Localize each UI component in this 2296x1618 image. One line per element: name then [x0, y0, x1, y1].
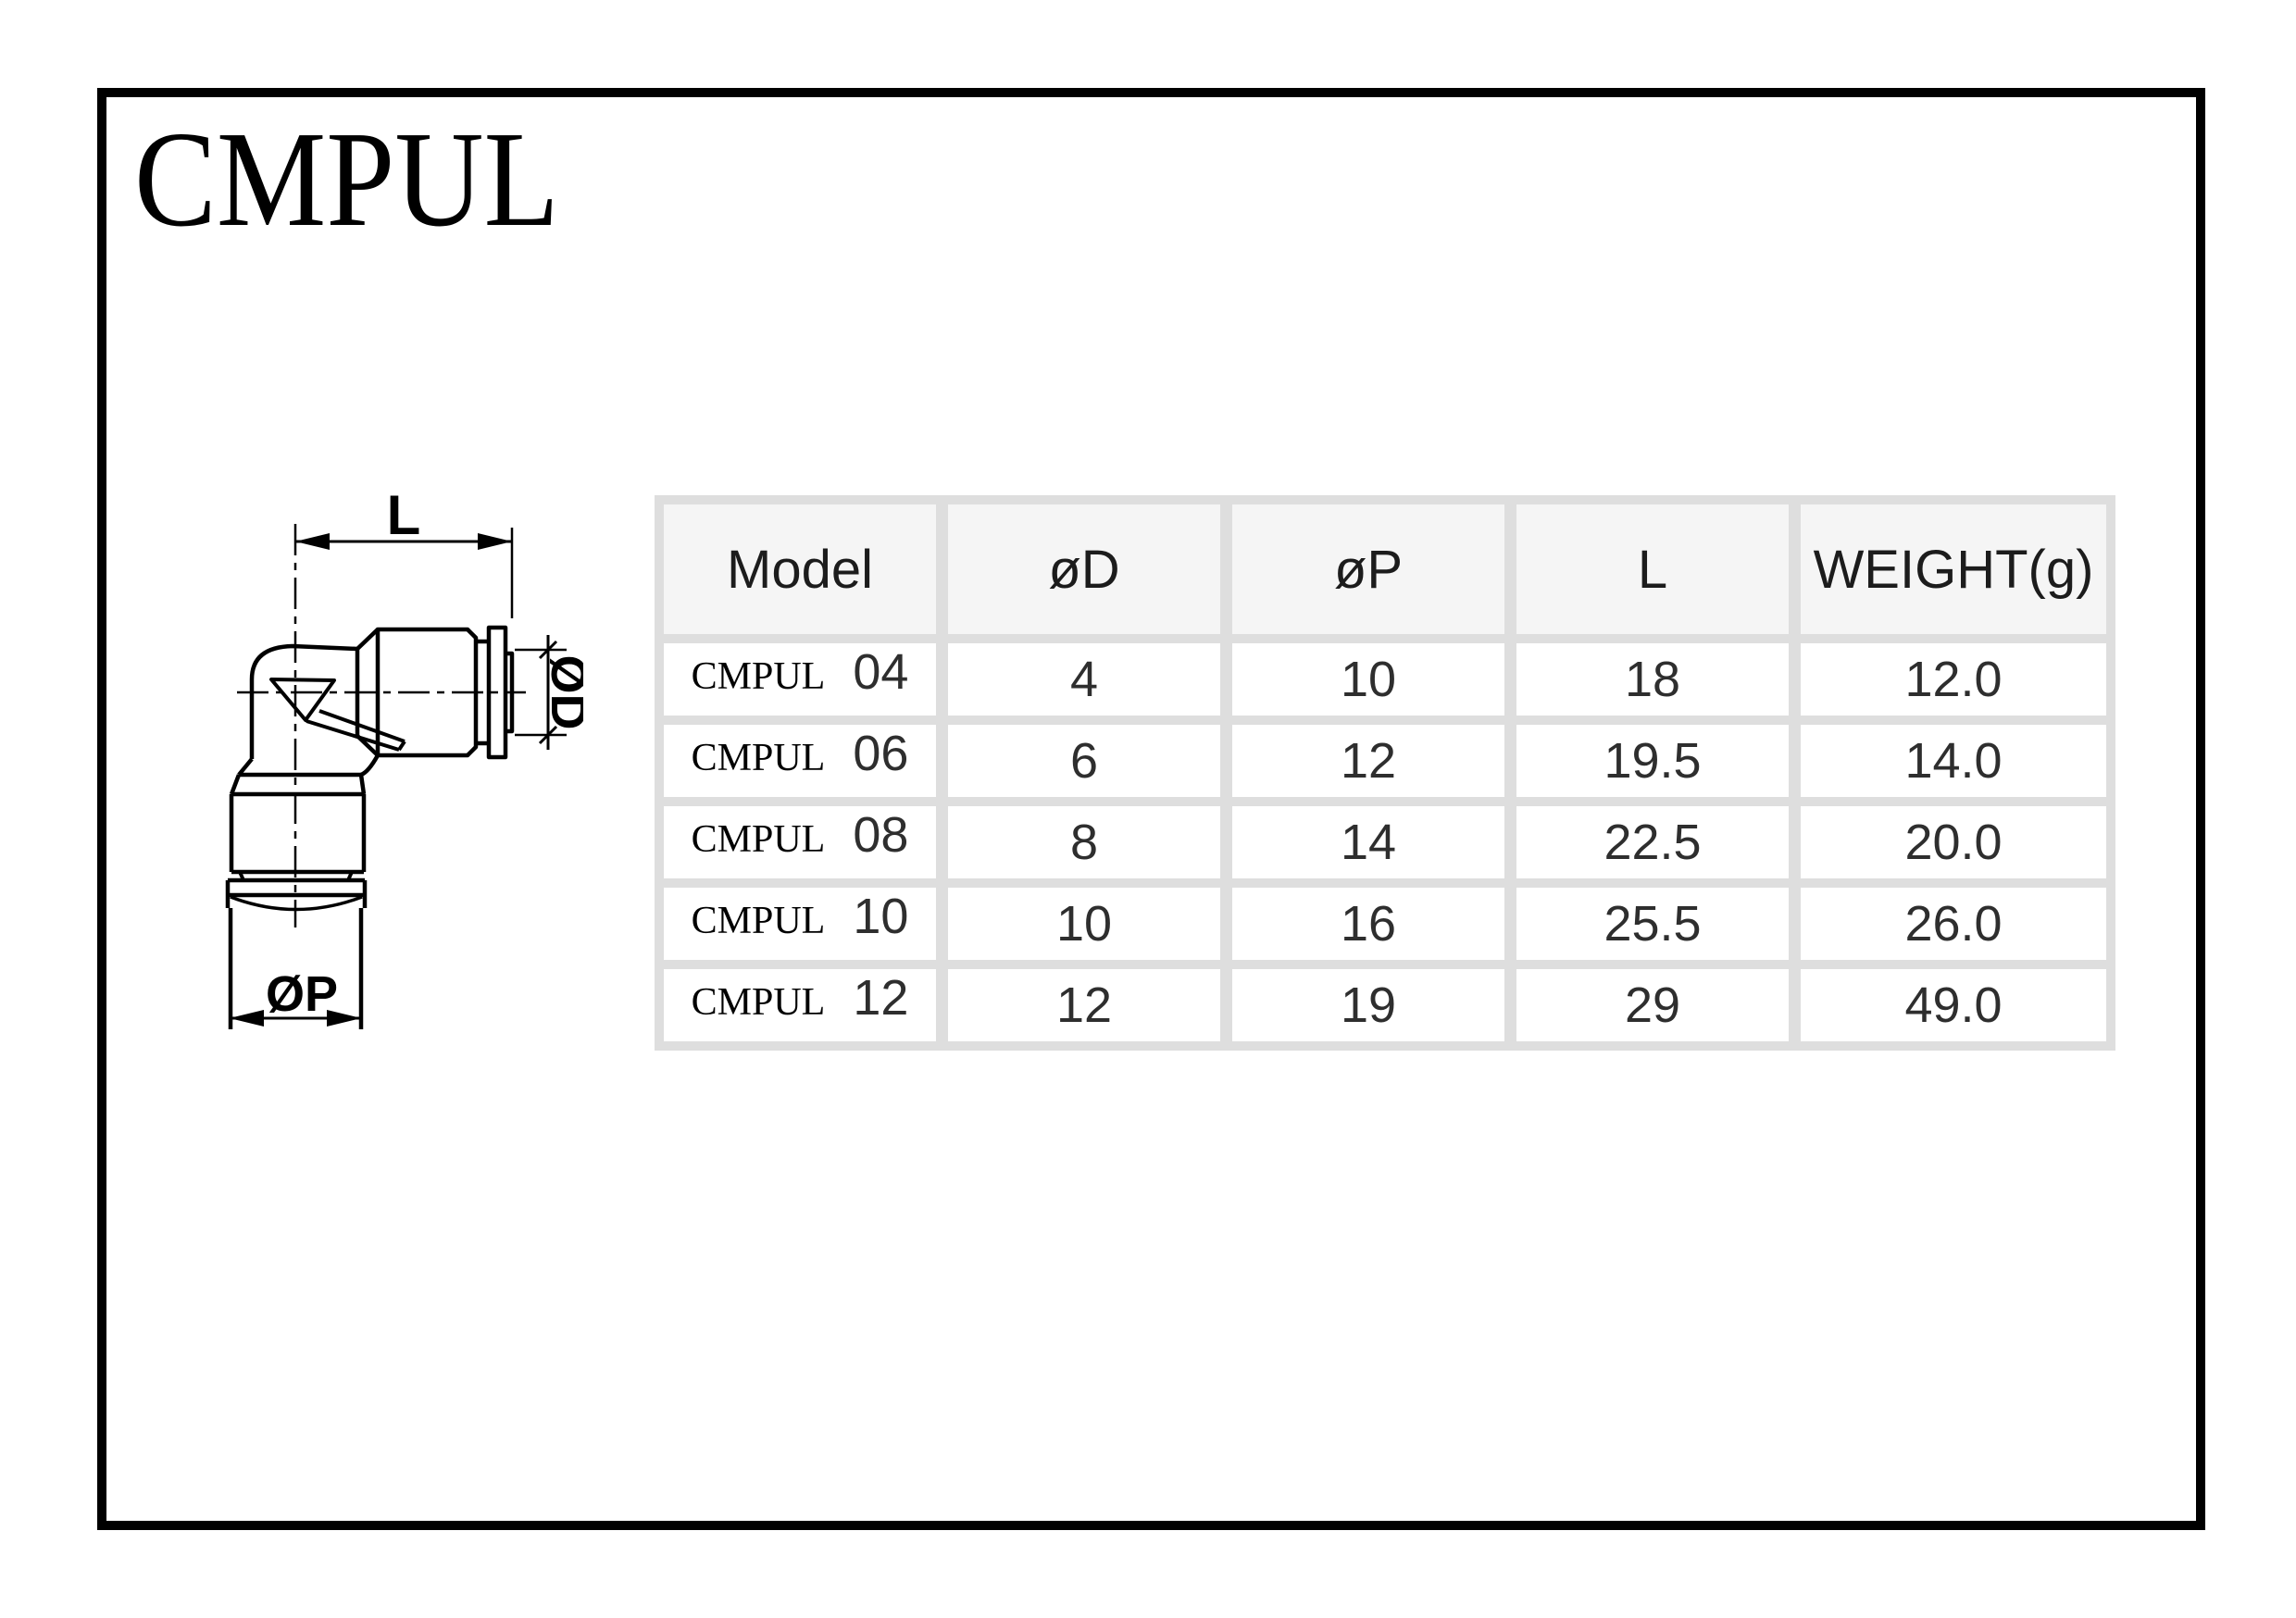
dim-label-op: ØP — [266, 966, 338, 1022]
cartridge-neck — [476, 639, 489, 746]
d-cell: 4 — [948, 643, 1220, 716]
model-series-label: CMPUL — [691, 737, 826, 779]
weight-cell: 20.0 — [1801, 806, 2106, 878]
fitting-technical-drawing: L ØD ØP — [225, 484, 583, 1029]
d-cell: 12 — [948, 969, 1220, 1041]
d-cell: 8 — [948, 806, 1220, 878]
internal-passage-channel — [306, 709, 406, 752]
model-size-label: 06 — [853, 726, 909, 781]
elbow-skirt — [229, 757, 367, 797]
od-oblique-ticks — [538, 640, 558, 745]
model-series-label: CMPUL — [691, 900, 826, 942]
model-series-label: CMPUL — [691, 655, 826, 698]
l-cell: 19.5 — [1516, 725, 1789, 797]
tube-stop-stub — [505, 651, 515, 734]
model-series-label: CMPUL — [691, 981, 826, 1024]
op-arrow-right — [327, 1010, 361, 1027]
l-cell: 22.5 — [1516, 806, 1789, 878]
p-cell: 19 — [1232, 969, 1504, 1041]
d-cell: 6 — [948, 725, 1220, 797]
tube-stem — [228, 908, 364, 1029]
l-cell: 29 — [1516, 969, 1789, 1041]
model-cell: CMPUL 12 — [664, 969, 936, 1041]
header-cell-d: øD — [948, 504, 1220, 634]
weight-cell: 12.0 — [1801, 643, 2106, 716]
header-cell-p: øP — [1232, 504, 1504, 634]
op-arrow-left — [230, 1010, 264, 1027]
model-cell: CMPUL 06 — [664, 725, 936, 797]
d-cell: 10 — [948, 888, 1220, 960]
elbow-underside-curve — [360, 753, 380, 778]
model-size-label: 04 — [853, 644, 909, 700]
l-arrow-left — [295, 533, 330, 550]
model-cell: CMPUL 04 — [664, 643, 936, 716]
weight-cell: 26.0 — [1801, 888, 2106, 960]
l-arrow-right — [478, 533, 512, 550]
release-ring-cap — [486, 625, 508, 760]
od-extension-lines — [515, 648, 567, 737]
p-cell: 10 — [1232, 643, 1504, 716]
page-title: CMPUL — [134, 104, 559, 255]
dim-label-od: ØD — [541, 655, 583, 730]
elbow-outer-profile — [249, 643, 358, 759]
l-cell: 25.5 — [1516, 888, 1789, 960]
weight-cell: 49.0 — [1801, 969, 2106, 1041]
groove-notches — [238, 871, 354, 881]
model-size-label: 12 — [853, 970, 909, 1026]
model-cell: CMPUL 08 — [664, 806, 936, 878]
model-cell: CMPUL 10 — [664, 888, 936, 960]
l-cell: 18 — [1516, 643, 1789, 716]
dim-label-l: L — [387, 484, 421, 546]
internal-passage-triangle — [269, 678, 336, 722]
spec-table: Model øD øP L WEIGHT(g) CMPUL 04 4 10 18… — [655, 495, 2115, 1051]
p-cell: 16 — [1232, 888, 1504, 960]
groove-lines — [225, 877, 368, 908]
page-border-frame — [97, 88, 2205, 1530]
weight-cell: 14.0 — [1801, 725, 2106, 797]
p-cell: 12 — [1232, 725, 1504, 797]
shoulder-chamfer-arc — [230, 895, 363, 912]
model-size-label: 08 — [853, 807, 909, 863]
hex-body — [229, 794, 367, 875]
model-size-label: 10 — [853, 889, 909, 944]
model-series-label: CMPUL — [691, 818, 826, 861]
header-cell-weight: WEIGHT(g) — [1801, 504, 2106, 634]
p-cell: 14 — [1232, 806, 1504, 878]
header-cell-model: Model — [664, 504, 936, 634]
header-cell-l: L — [1516, 504, 1789, 634]
